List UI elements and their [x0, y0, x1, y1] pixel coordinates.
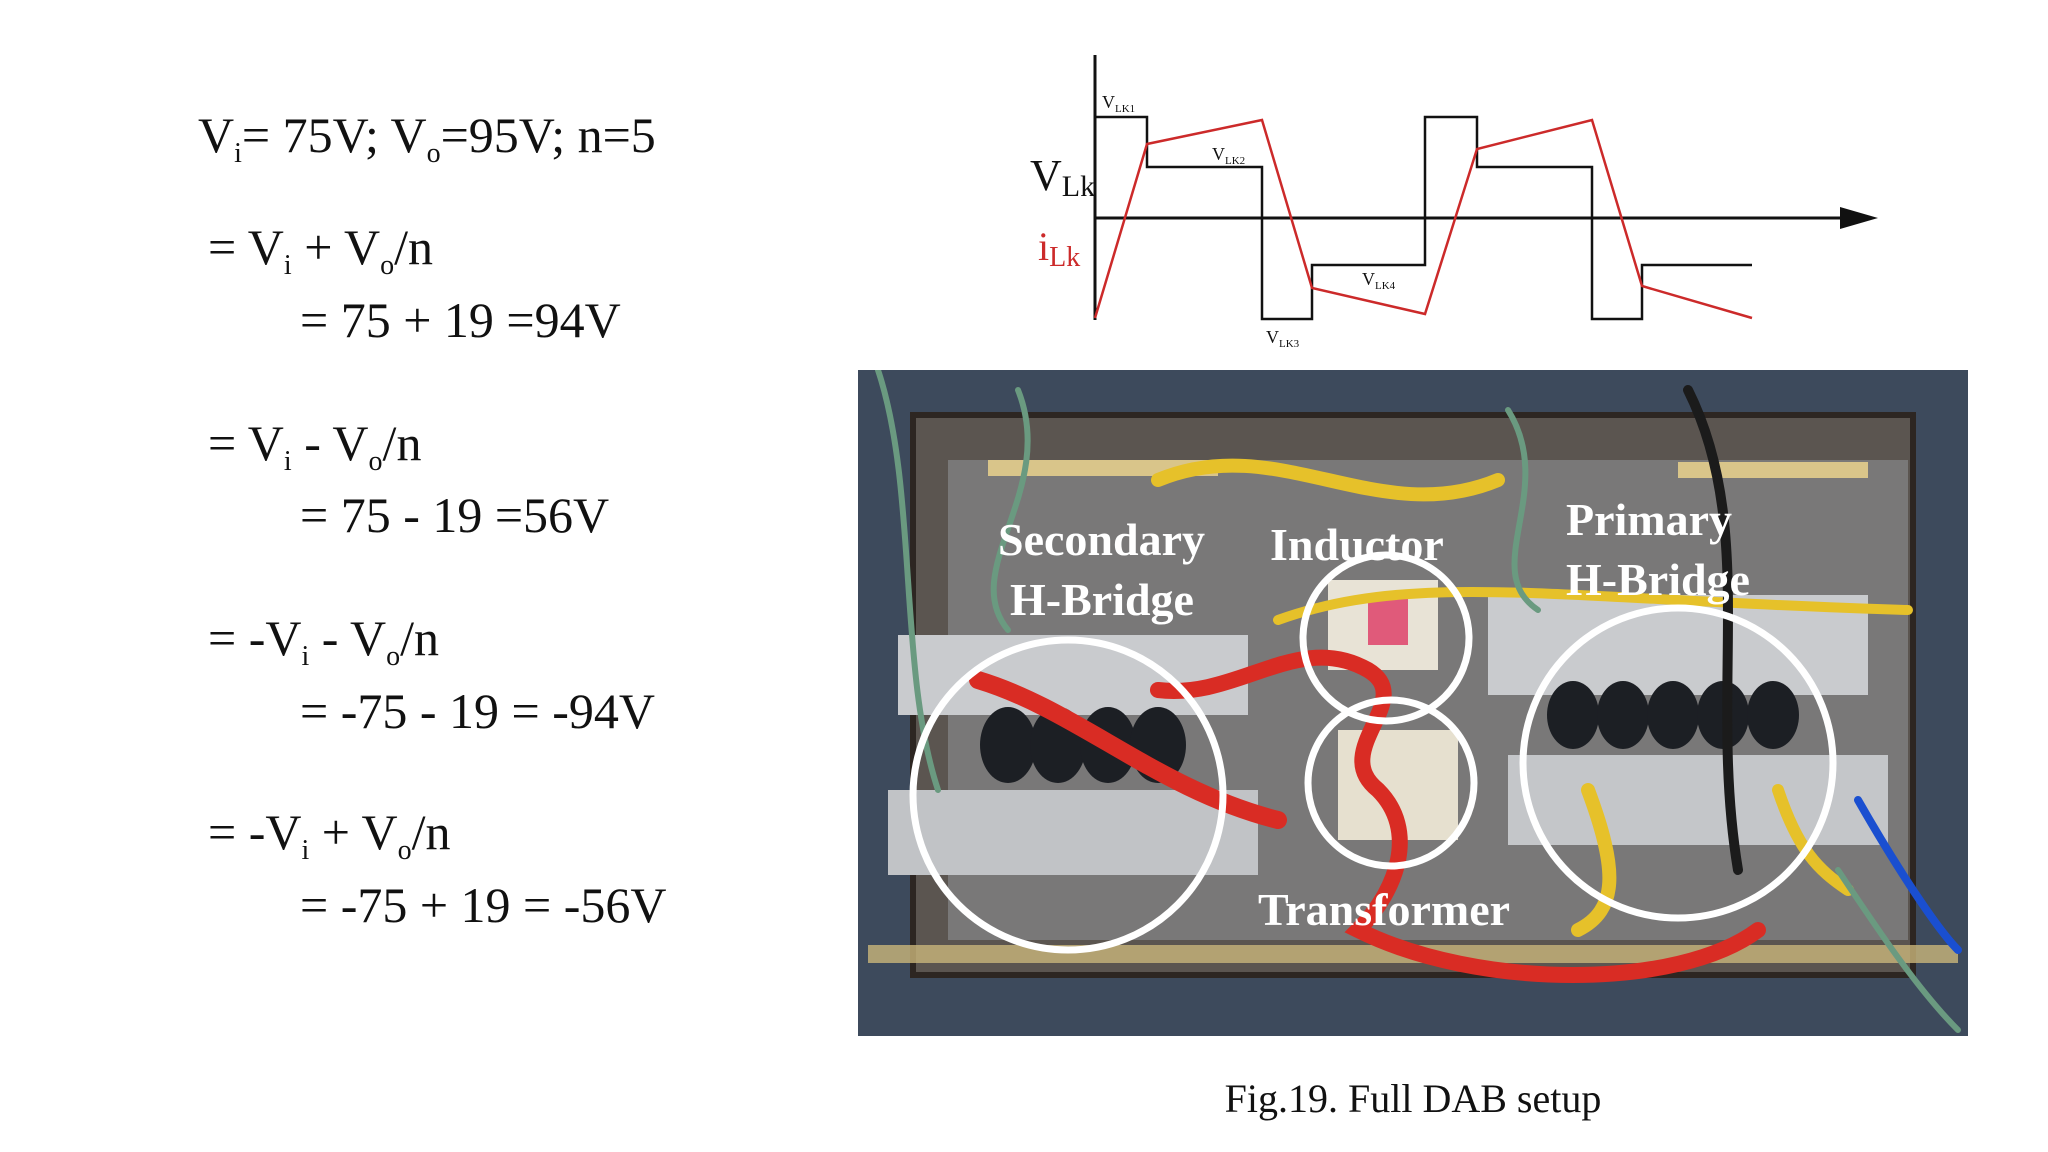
equation-4-formula: = -Vi + Vo/n	[208, 807, 451, 865]
eq3-suffix: /n	[400, 610, 440, 666]
param-v-i: V	[198, 107, 235, 163]
equation-panel: Vi= 75V; Vo=95V; n=5 = Vi + Vo/n = 75 + …	[0, 0, 840, 1152]
eq2-prefix: = V	[208, 415, 284, 471]
parameter-line: Vi= 75V; Vo=95V; n=5	[198, 110, 656, 168]
equation-2-formula: = Vi - Vo/n	[208, 418, 421, 476]
current-waveform	[1093, 118, 1753, 320]
capacitors-right	[1547, 681, 1799, 749]
equation-1-formula: = Vi + Vo/n	[208, 222, 433, 280]
eq2-suffix: /n	[382, 415, 422, 471]
i-lk-label: iLk	[1038, 224, 1080, 273]
transformer-circle	[1304, 696, 1478, 870]
heatsink-left-bottom	[888, 790, 1258, 875]
dab-waveform-diagram: VLk iLk VLK1 VLK2 VLK3 VLK4	[1030, 55, 1878, 350]
eq1-sub1: i	[283, 250, 292, 281]
eq4-op: + V	[309, 804, 398, 860]
secondary-bridge-circle	[909, 636, 1227, 954]
label-inductor: Inductor	[1270, 519, 1444, 570]
inductor-tag	[1368, 595, 1408, 645]
eq1-suffix: /n	[394, 219, 433, 275]
eq1-prefix: = V	[208, 219, 284, 275]
equation-1-result: = 75 + 19 =94V	[300, 292, 621, 348]
equation-4-result: = -75 + 19 = -56V	[300, 877, 667, 933]
eq4-sub2: o	[397, 835, 412, 866]
v-lk3-label: VLK3	[1266, 327, 1300, 350]
eq1-sub2: o	[380, 250, 395, 281]
param-i-sub: i	[234, 138, 242, 169]
eq4-sub1: i	[301, 835, 310, 866]
eq2-op: - V	[291, 415, 369, 471]
eq3-prefix: = -V	[208, 610, 302, 666]
eq2-sub1: i	[283, 446, 292, 477]
eq4-suffix: /n	[411, 804, 451, 860]
wires	[875, 370, 1962, 1033]
x-axis-arrow-icon	[1840, 207, 1878, 229]
figure-caption: Fig.19. Full DAB setup	[1224, 1076, 1602, 1121]
v-lk2-label: VLK2	[1212, 144, 1245, 167]
eq1-op: + V	[291, 219, 381, 275]
v-lk4-label: VLK4	[1362, 269, 1396, 292]
heatsink-right-bottom	[1508, 755, 1888, 845]
param-vi-value: = 75V; V	[241, 107, 427, 163]
eq4-prefix: = -V	[208, 804, 302, 860]
eq2-sub2: o	[368, 446, 383, 477]
label-primary-bridge: H-Bridge	[1566, 554, 1750, 605]
dab-setup-photo: Secondary H-Bridge Inductor Primary H-Br…	[858, 370, 1968, 1036]
v-lk-label: VLk	[1030, 151, 1095, 203]
eq3-sub2: o	[386, 641, 401, 672]
param-vo-value: =95V; n=5	[440, 107, 656, 163]
equation-2-result: = 75 - 19 =56V	[300, 487, 610, 543]
eq3-op: - V	[309, 610, 387, 666]
voltage-waveform	[1093, 115, 1752, 321]
label-transformer: Transformer	[1258, 884, 1510, 935]
label-primary: Primary	[1566, 494, 1732, 545]
v-lk1-label: VLK1	[1102, 92, 1135, 115]
param-o-sub: o	[426, 138, 441, 169]
inductor-circle	[1299, 551, 1473, 725]
equation-3-result: = -75 - 19 = -94V	[300, 683, 655, 739]
primary-bridge-circle	[1519, 604, 1837, 922]
strip-top-right	[1678, 462, 1868, 478]
label-secondary: Secondary	[998, 514, 1205, 565]
equation-3-formula: = -Vi - Vo/n	[208, 613, 439, 671]
label-secondary-bridge: H-Bridge	[1010, 574, 1194, 625]
eq3-sub1: i	[301, 641, 310, 672]
